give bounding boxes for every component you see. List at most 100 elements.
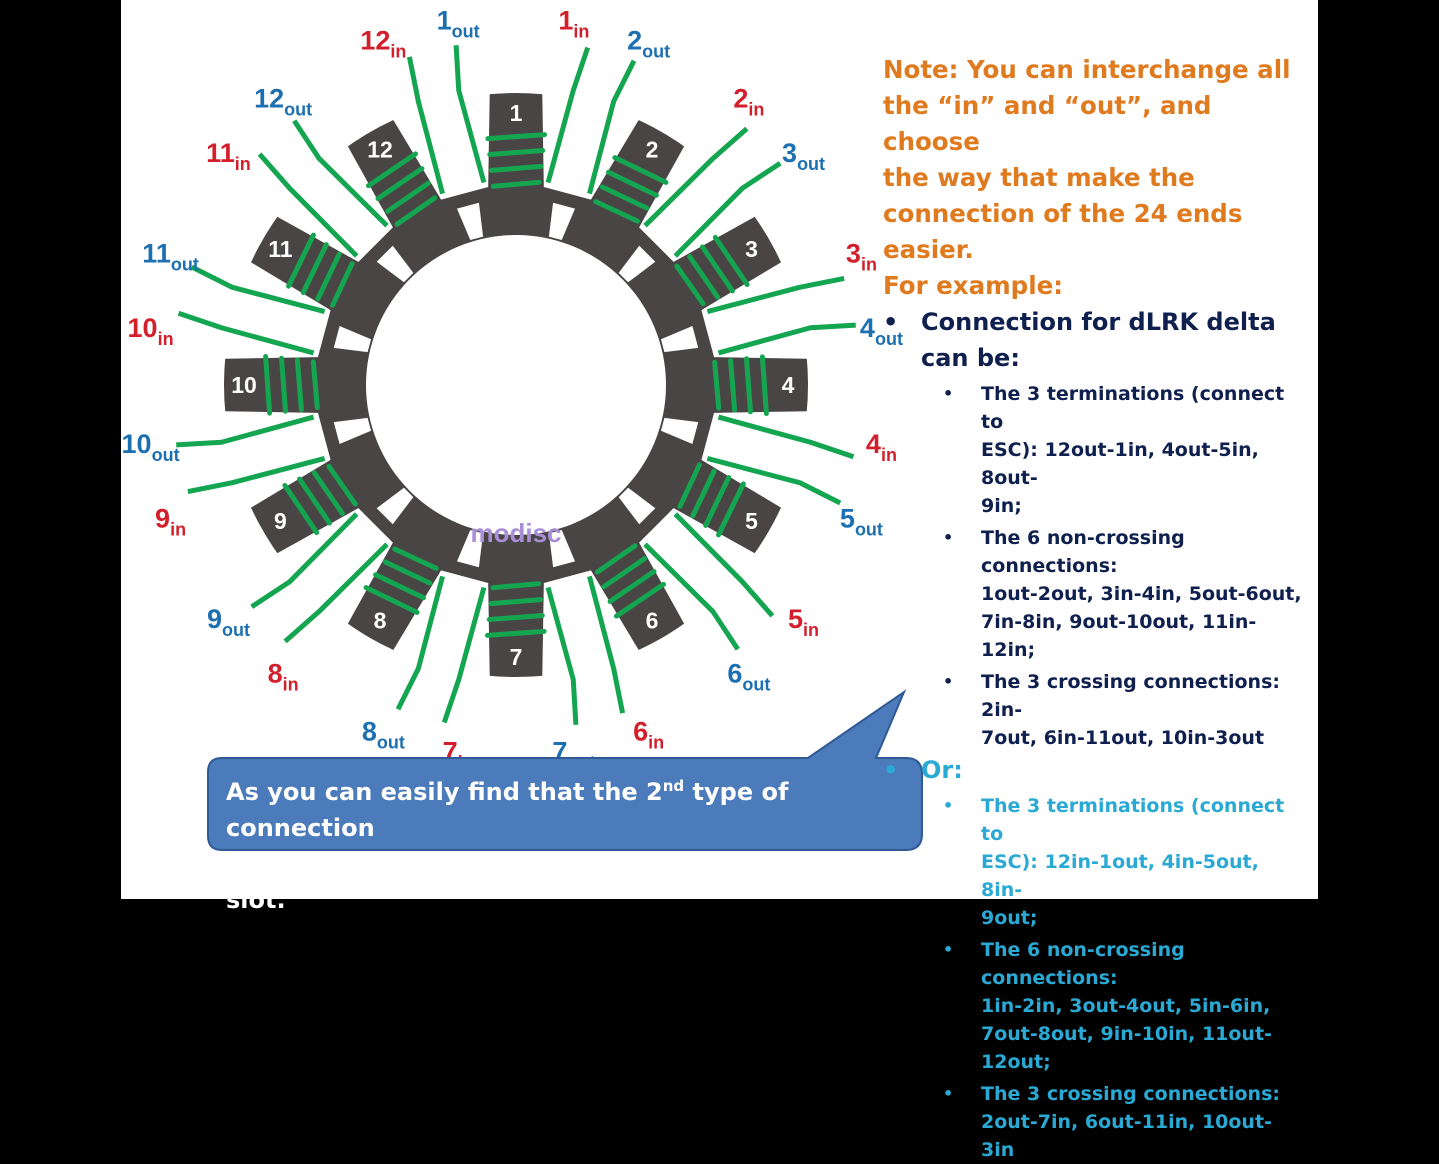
- wire-label-10-out: 10out: [122, 429, 180, 465]
- wire-label-number: 9: [155, 504, 170, 534]
- bullet-icon: •: [943, 672, 954, 691]
- bullet-icon: •: [883, 756, 899, 784]
- coil-turn: [282, 482, 320, 536]
- coil-turn: [712, 234, 750, 288]
- lead-wire: [176, 414, 315, 448]
- wire-label-9-in: 9in: [155, 504, 186, 540]
- lead-wire: [673, 161, 782, 258]
- coil-turn: [373, 572, 426, 601]
- coil-turn: [485, 132, 548, 142]
- note-line-5: For example:: [883, 271, 1064, 300]
- slot-number: 9: [274, 508, 287, 534]
- coil-turn: [690, 468, 717, 519]
- slot-number: 6: [646, 608, 659, 634]
- bullet-icon: •: [943, 528, 954, 547]
- note-line-1: Note: You can interchange all: [883, 55, 1291, 84]
- coil-turn: [310, 359, 320, 411]
- coil-turn: [488, 597, 543, 607]
- wire-label-10-in: 10in: [128, 313, 174, 349]
- wire-label-12-out: 12out: [254, 83, 312, 119]
- option-2-item-non-crossing: • The 6 non-crossing connections: 1in-2i…: [883, 936, 1303, 1076]
- wire-label-4-in: 4in: [866, 429, 897, 465]
- coil-windings: [176, 45, 856, 725]
- coil-turn: [677, 462, 702, 509]
- wire-label-subscript: out: [452, 22, 480, 42]
- wire-label-subscript: in: [881, 445, 897, 465]
- lead-wire: [673, 512, 775, 618]
- note-line-4: connection of the 24 ends easier.: [883, 199, 1243, 264]
- wire-label-subscript: out: [742, 675, 770, 695]
- wire-label-1-in: 1in: [558, 6, 589, 42]
- wire-label-number: 2: [733, 83, 748, 113]
- wire-label-2-in: 2in: [733, 83, 764, 119]
- coil-turn: [728, 358, 738, 413]
- wire-label-subscript: out: [875, 329, 903, 349]
- wire-label-8-in: 8in: [268, 659, 299, 695]
- wire-label-subscript: out: [642, 42, 670, 62]
- slot-gap: [376, 487, 414, 525]
- wire-label-number: 6: [633, 716, 648, 746]
- wire-label-subscript: out: [797, 154, 825, 174]
- lead-wire: [283, 542, 389, 644]
- lead-wire: [190, 264, 326, 314]
- wire-label-5-out: 5out: [840, 504, 883, 540]
- slot-opening: [270, 508, 393, 631]
- wire-label-number: 8: [362, 716, 377, 746]
- bullet-icon: •: [943, 1084, 954, 1103]
- lead-wire: [177, 310, 315, 356]
- wire-label-number: 12: [254, 83, 284, 113]
- coil-turn: [279, 355, 288, 414]
- wire-label-1-out: 1out: [437, 6, 480, 42]
- coil-turn: [375, 166, 425, 202]
- wire-label-number: 1: [558, 6, 573, 36]
- note-line-2: the “in” and “out”, and choose: [883, 91, 1212, 156]
- wire-label-number: 4: [860, 313, 875, 343]
- wire-label-number: 2: [627, 26, 642, 56]
- coil-turn: [489, 163, 544, 173]
- wire-label-11-out: 11out: [142, 238, 199, 274]
- lead-wire: [545, 586, 579, 725]
- slot-gap: [548, 529, 576, 568]
- bullet-icon: •: [943, 796, 954, 815]
- coil-turn: [330, 261, 355, 308]
- option-1-item-terminations: • The 3 terminations (connect to ESC): 1…: [883, 380, 1303, 520]
- lead-wire: [406, 56, 445, 195]
- coil-turn: [385, 180, 431, 214]
- wire-label-subscript: in: [748, 99, 764, 119]
- option-2-item-terminations: • The 3 terminations (connect to ESC): 1…: [883, 792, 1303, 932]
- coil-turn: [612, 155, 669, 185]
- coil-turn: [716, 481, 746, 538]
- slot-gap: [333, 325, 372, 353]
- notes-panel: Note: You can interchange all the “in” a…: [883, 52, 1303, 1164]
- coil-turn: [392, 546, 439, 571]
- slot-gap: [618, 487, 656, 525]
- option-1-item-non-crossing: • The 6 non-crossing connections: 1out-2…: [883, 524, 1303, 664]
- lead-wire: [706, 275, 845, 314]
- wire-label-subscript: in: [235, 154, 251, 174]
- wire-label-subscript: out: [152, 445, 180, 465]
- slot-number: 10: [231, 372, 257, 398]
- coil-turn: [687, 254, 721, 300]
- wire-label-number: 5: [840, 504, 855, 534]
- coil-turn: [674, 263, 706, 307]
- callout-line-1: As you can easily find that the 2nd type…: [226, 777, 789, 842]
- coil-turn: [490, 581, 542, 591]
- coil-turn: [326, 463, 358, 507]
- slot-number: 7: [510, 644, 523, 670]
- wire-label-9-out: 9out: [207, 604, 250, 640]
- slot-number: 2: [646, 136, 659, 162]
- bullet-icon: •: [943, 384, 954, 403]
- slot-number: 4: [782, 372, 795, 398]
- lead-wire: [453, 45, 487, 184]
- wire-label-subscript: out: [222, 620, 250, 640]
- wire-label-3-in: 3in: [846, 238, 877, 274]
- lead-wire: [257, 152, 359, 258]
- lead-wire: [643, 542, 740, 651]
- slot-gap: [456, 529, 484, 568]
- bullet-icon: •: [943, 940, 954, 959]
- wire-label-number: 9: [207, 604, 222, 634]
- wire-label-11-in: 11in: [206, 138, 251, 174]
- slot-gap: [456, 202, 484, 241]
